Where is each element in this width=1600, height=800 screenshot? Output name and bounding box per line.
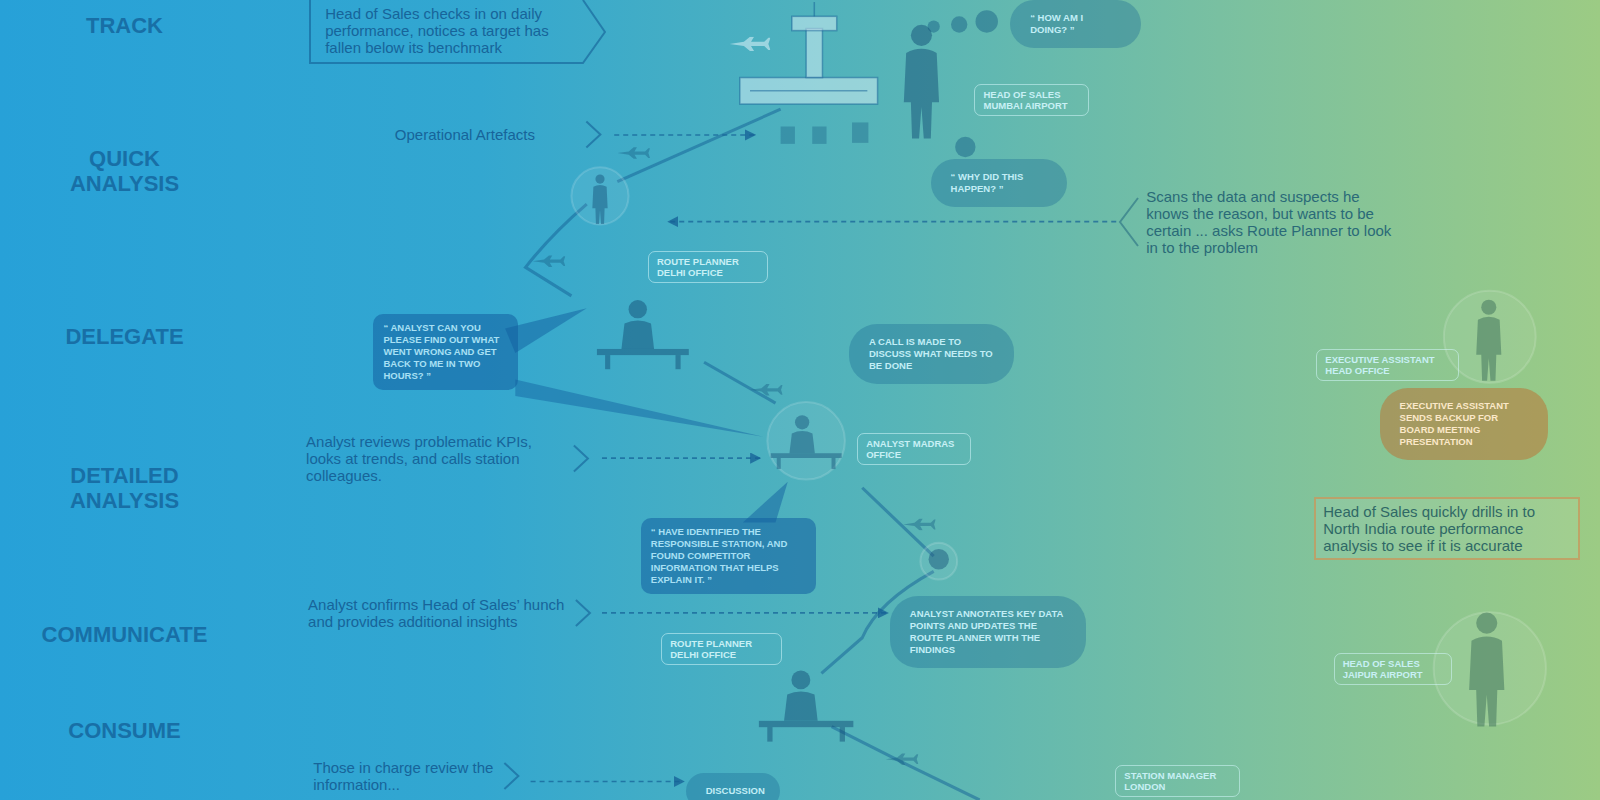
note-box: Head of Sales quickly drills in to North… (1314, 497, 1579, 560)
node-text: HEAD OF SALES JAIPUR AIRPORT (1343, 658, 1443, 680)
node-text: “ HOW AM I DOING? ” (1030, 12, 1121, 36)
node-text: EXECUTIVE ASSISTANT HEAD OFFICE (1325, 354, 1450, 376)
node-outline-path (1120, 198, 1138, 246)
node-outline-path (574, 445, 588, 471)
role-label: ROUTE PLANNER DELHI OFFICE (648, 251, 768, 283)
node-text: A CALL IS MADE TO DISCUSS WHAT NEEDS TO … (869, 336, 994, 372)
node-outline-path (505, 763, 519, 789)
stage-label: DETAILED ANALYSIS (59, 463, 189, 513)
thought-cloud: A CALL IS MADE TO DISCUSS WHAT NEEDS TO … (849, 324, 1014, 384)
node-text: Scans the data and suspects he knows the… (1146, 188, 1404, 256)
node-text: “ HAVE IDENTIFIED THE RESPONSIBLE STATIO… (651, 526, 807, 586)
node-text: Analyst reviews problematic KPIs, looks … (306, 433, 564, 484)
thought-cloud: DISCUSSION (686, 773, 780, 800)
arrow-callout: Head of Sales checks in on daily perform… (309, 0, 607, 64)
thought-cloud: ANALYST ANNOTATES KEY DATA POINTS AND UP… (890, 596, 1086, 668)
bracket-note: Scans the data and suspects he knows the… (1112, 184, 1408, 260)
node-text: ROUTE PLANNER DELHI OFFICE (657, 256, 759, 278)
control-tower (740, 2, 878, 104)
flow-arrow (531, 781, 684, 783)
thought-cloud: “ WHY DID THIS HAPPEN? ” (931, 159, 1068, 207)
node-text: HEAD OF SALES MUMBAI AIRPORT (983, 89, 1079, 111)
leader-arrow (668, 221, 1116, 223)
stage-label: CONSUME (24, 718, 224, 743)
analyst-figure (770, 415, 841, 469)
role-label: ROUTE PLANNER DELHI OFFICE (661, 633, 781, 665)
node-outline-path (310, 0, 605, 63)
leader-arrow (602, 457, 760, 459)
head-of-sales-figure (904, 25, 939, 139)
stage-label: COMMUNICATE (19, 622, 229, 647)
node-text: Operational Artefacts (395, 126, 576, 143)
step-note: Operational Artefacts (393, 124, 612, 145)
role-label: EXECUTIVE ASSISTANT HEAD OFFICE (1316, 349, 1459, 381)
speech-bubble: “ ANALYST CAN YOU PLEASE FIND OUT WHAT W… (373, 314, 518, 390)
node-outline-path (586, 122, 600, 148)
node-text: ANALYST MADRAS OFFICE (866, 438, 962, 460)
node-text: “ WHY DID THIS HAPPEN? ” (951, 171, 1048, 195)
bubble-beam (515, 380, 763, 437)
step-note: Analyst reviews problematic KPIs, looks … (304, 431, 600, 486)
step-note: Analyst confirms Head of Sales’ hunch an… (306, 594, 602, 632)
artefact-icons (781, 122, 869, 143)
role-label: HEAD OF SALES JAIPUR AIRPORT (1334, 653, 1452, 685)
node-text: “ ANALYST CAN YOU PLEASE FIND OUT WHAT W… (383, 322, 508, 382)
step-note: Those in charge review the information..… (311, 757, 530, 795)
executive-assistant-figure (1476, 300, 1501, 381)
node-text: STATION MANAGER LONDON (1124, 770, 1230, 792)
role-label: ANALYST MADRAS OFFICE (857, 433, 971, 465)
flow-arrow (602, 612, 888, 614)
route-planner-figure (759, 670, 853, 741)
node-outline-path (576, 600, 590, 626)
head-of-sales-figure (1469, 613, 1504, 727)
leader-arrow (614, 134, 755, 136)
thought-cloud: EXECUTIVE ASSISTANT SENDS BACKUP FOR BOA… (1380, 388, 1548, 460)
stage-label: DELEGATE (24, 324, 224, 349)
journey-path (526, 109, 980, 800)
stage-label: QUICK ANALYSIS (59, 146, 189, 196)
node-text: EXECUTIVE ASSISTANT SENDS BACKUP FOR BOA… (1400, 400, 1528, 448)
node-text: ROUTE PLANNER DELHI OFFICE (670, 638, 772, 660)
node-text: Those in charge review the information..… (313, 759, 494, 793)
figure-halos (571, 167, 1545, 724)
route-planner-figure (597, 300, 689, 369)
speech-bubble: “ HAVE IDENTIFIED THE RESPONSIBLE STATIO… (641, 518, 817, 594)
bubble-tail (743, 482, 788, 523)
person-figure (592, 174, 607, 223)
thought-cloud: “ HOW AM I DOING? ” (1010, 0, 1141, 48)
role-label: STATION MANAGER LONDON (1115, 765, 1239, 797)
node-text: ANALYST ANNOTATES KEY DATA POINTS AND UP… (910, 608, 1066, 656)
node-text: DISCUSSION (706, 785, 760, 797)
role-label: HEAD OF SALES MUMBAI AIRPORT (974, 84, 1088, 116)
plane-icon (730, 37, 771, 51)
person-head (929, 549, 949, 569)
stage-label: TRACK (24, 13, 224, 38)
node-text: Analyst confirms Head of Sales’ hunch an… (308, 596, 566, 630)
node-text: Head of Sales checks in on daily perform… (325, 5, 567, 56)
node-text: Head of Sales quickly drills in to North… (1323, 503, 1570, 554)
